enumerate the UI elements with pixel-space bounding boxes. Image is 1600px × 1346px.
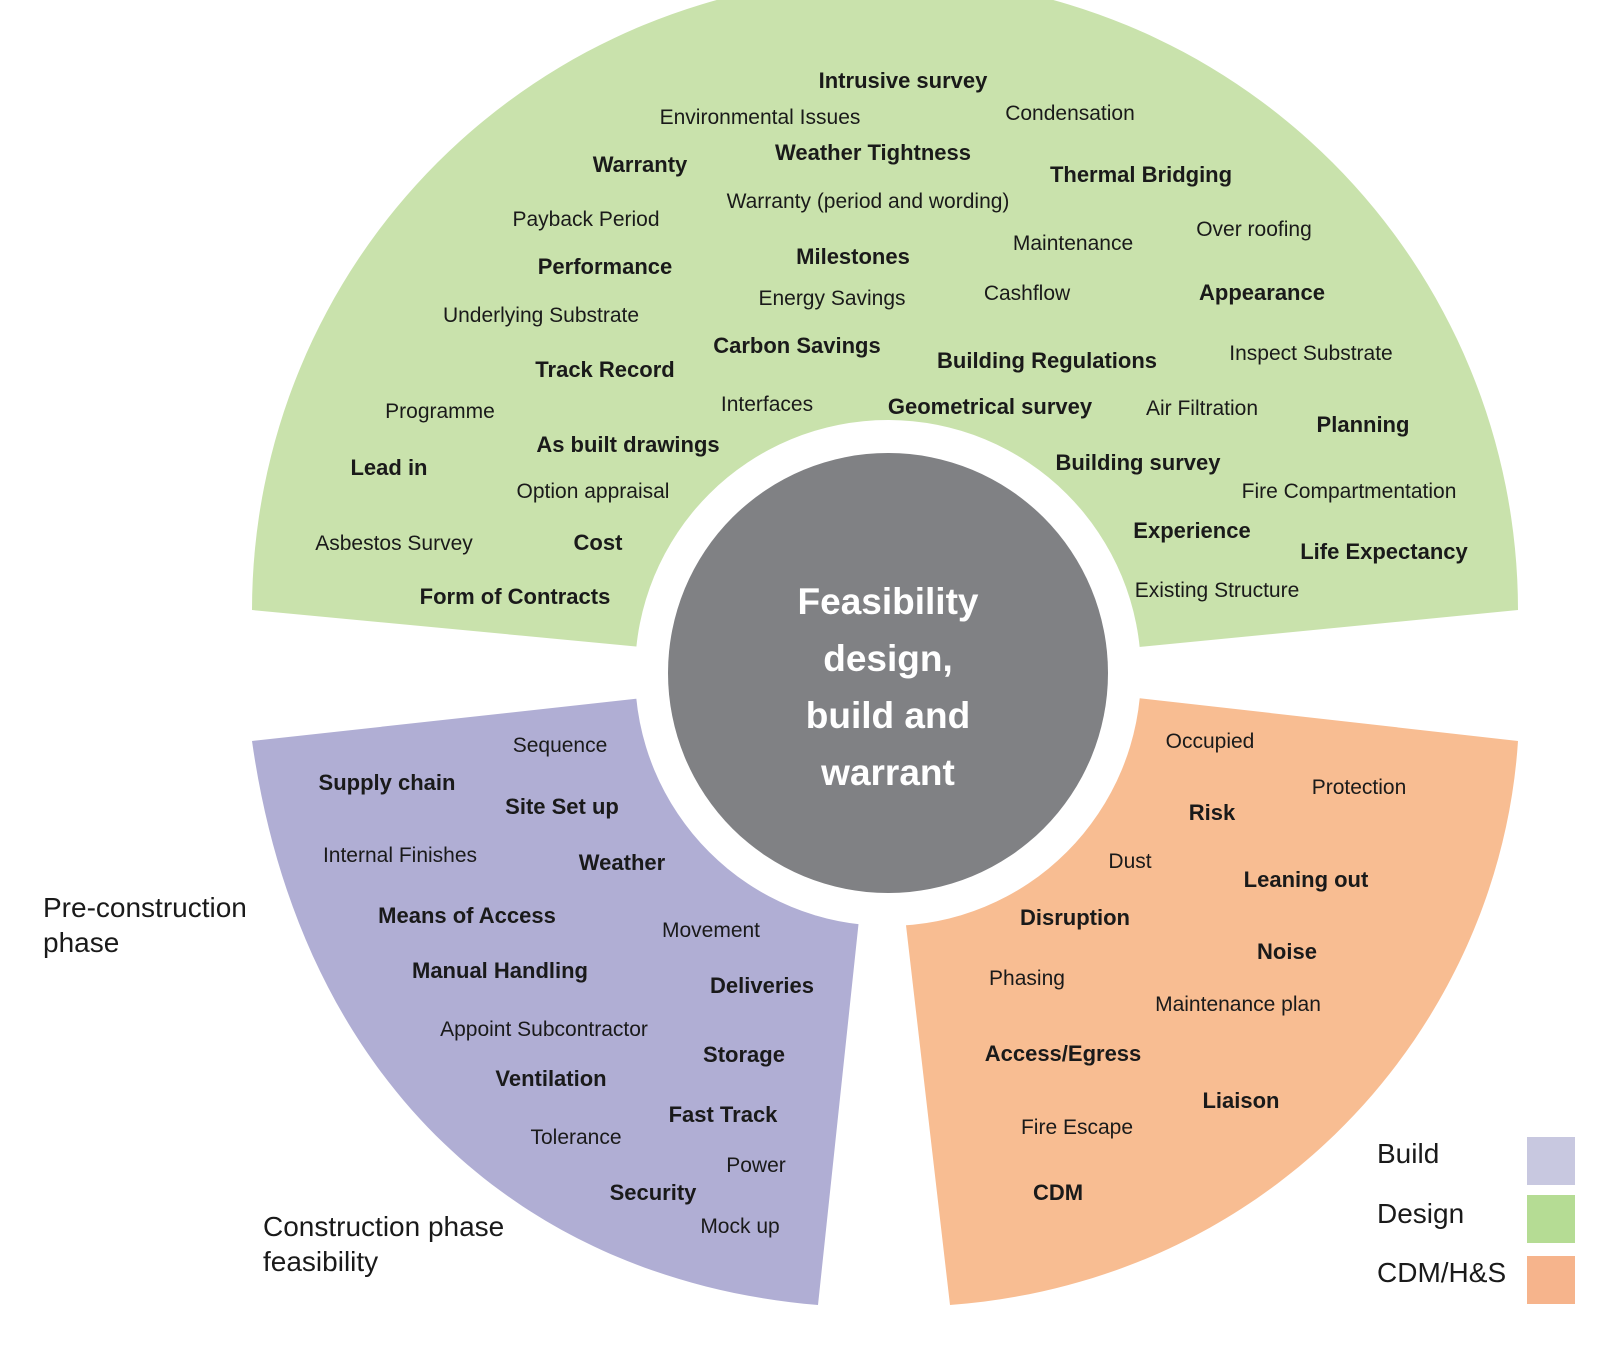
term-label: Fire Compartmentation: [1242, 480, 1457, 503]
term-label: Tolerance: [530, 1126, 621, 1149]
term-label: Air Filtration: [1146, 397, 1258, 420]
term-label: Phasing: [989, 967, 1065, 990]
term-label: Over roofing: [1196, 218, 1312, 241]
term-label: Disruption: [1020, 905, 1130, 930]
term-label: Maintenance plan: [1155, 993, 1321, 1016]
legend-swatch-cdm-hs: [1527, 1256, 1575, 1304]
center-title-line-3: build and: [806, 695, 970, 736]
center-hub: [668, 453, 1108, 893]
term-label: Underlying Substrate: [443, 304, 639, 327]
legend-swatch-design: [1527, 1195, 1575, 1243]
pre-construction-label-line-1: Pre-construction: [43, 892, 247, 923]
term-label: Energy Savings: [758, 287, 905, 310]
term-label: Cashflow: [984, 282, 1071, 305]
term-label: Leaning out: [1244, 867, 1369, 892]
term-label: CDM: [1033, 1180, 1083, 1205]
design-terms: Intrusive survey Environmental Issues Co…: [315, 68, 1468, 609]
term-label: Thermal Bridging: [1050, 162, 1232, 187]
term-label: Weather Tightness: [775, 140, 971, 165]
term-label: Fire Escape: [1021, 1116, 1133, 1139]
build-terms: Sequence Supply chain Site Set up Intern…: [319, 734, 814, 1238]
term-label: Warranty: [593, 152, 688, 177]
construction-label-line-1: Construction phase: [263, 1211, 504, 1242]
term-label: Security: [610, 1180, 698, 1205]
term-label: Means of Access: [378, 903, 556, 928]
cdm-hs-terms: Occupied Protection Risk Dust Leaning ou…: [985, 730, 1407, 1205]
term-label: Option appraisal: [517, 480, 670, 503]
term-label: Access/Egress: [985, 1041, 1142, 1066]
term-label: Cost: [574, 530, 624, 555]
legend: Build Design CDM/H&S: [1377, 1137, 1575, 1304]
design-sector: [252, 0, 1518, 648]
term-label: Protection: [1312, 776, 1407, 799]
term-label: Warranty (period and wording): [727, 190, 1010, 213]
term-label: As built drawings: [536, 432, 719, 457]
term-label: Maintenance: [1013, 232, 1133, 255]
term-label: Programme: [385, 400, 495, 423]
term-label: Asbestos Survey: [315, 532, 473, 555]
legend-label-build: Build: [1377, 1138, 1439, 1169]
term-label: Carbon Savings: [713, 333, 880, 358]
term-label: Building survey: [1055, 450, 1221, 475]
term-label: Payback Period: [512, 208, 659, 231]
term-label: Mock up: [700, 1215, 779, 1238]
term-label: Weather: [579, 850, 666, 875]
center-title-line-4: warrant: [820, 752, 955, 793]
term-label: Internal Finishes: [323, 844, 477, 867]
term-label: Existing Structure: [1135, 579, 1300, 602]
term-label: Track Record: [535, 357, 674, 382]
term-label: Lead in: [350, 455, 427, 480]
term-label: Supply chain: [319, 770, 456, 795]
term-label: Storage: [703, 1042, 785, 1067]
term-label: Interfaces: [721, 393, 813, 416]
term-label: Site Set up: [505, 794, 619, 819]
term-label: Condensation: [1005, 102, 1135, 125]
center-title-line-1: Feasibility: [798, 581, 979, 622]
term-label: Occupied: [1166, 730, 1255, 753]
term-label: Form of Contracts: [420, 584, 611, 609]
term-label: Manual Handling: [412, 958, 588, 983]
term-label: Appoint Subcontractor: [440, 1018, 648, 1041]
legend-swatch-build: [1527, 1137, 1575, 1185]
term-label: Fast Track: [669, 1102, 779, 1127]
construction-label-line-2: feasibility: [263, 1246, 378, 1277]
term-label: Intrusive survey: [819, 68, 989, 93]
term-label: Deliveries: [710, 973, 814, 998]
term-label: Appearance: [1199, 280, 1325, 305]
term-label: Building Regulations: [937, 348, 1157, 373]
term-label: Life Expectancy: [1300, 539, 1468, 564]
term-label: Noise: [1257, 939, 1317, 964]
term-label: Sequence: [513, 734, 608, 757]
term-label: Dust: [1108, 850, 1151, 873]
term-label: Power: [726, 1154, 786, 1177]
legend-label-cdm-hs: CDM/H&S: [1377, 1257, 1506, 1288]
term-label: Risk: [1189, 800, 1236, 825]
pre-construction-label-line-2: phase: [43, 927, 119, 958]
legend-label-design: Design: [1377, 1198, 1464, 1229]
term-label: Planning: [1317, 412, 1410, 437]
term-label: Ventilation: [495, 1066, 606, 1091]
term-label: Performance: [538, 254, 673, 279]
term-label: Movement: [662, 919, 760, 942]
term-label: Experience: [1133, 518, 1250, 543]
term-label: Geometrical survey: [888, 394, 1093, 419]
term-label: Environmental Issues: [660, 106, 861, 129]
center-title-line-2: design,: [823, 638, 953, 679]
term-label: Milestones: [796, 244, 910, 269]
term-label: Inspect Substrate: [1229, 342, 1392, 365]
term-label: Liaison: [1202, 1088, 1279, 1113]
